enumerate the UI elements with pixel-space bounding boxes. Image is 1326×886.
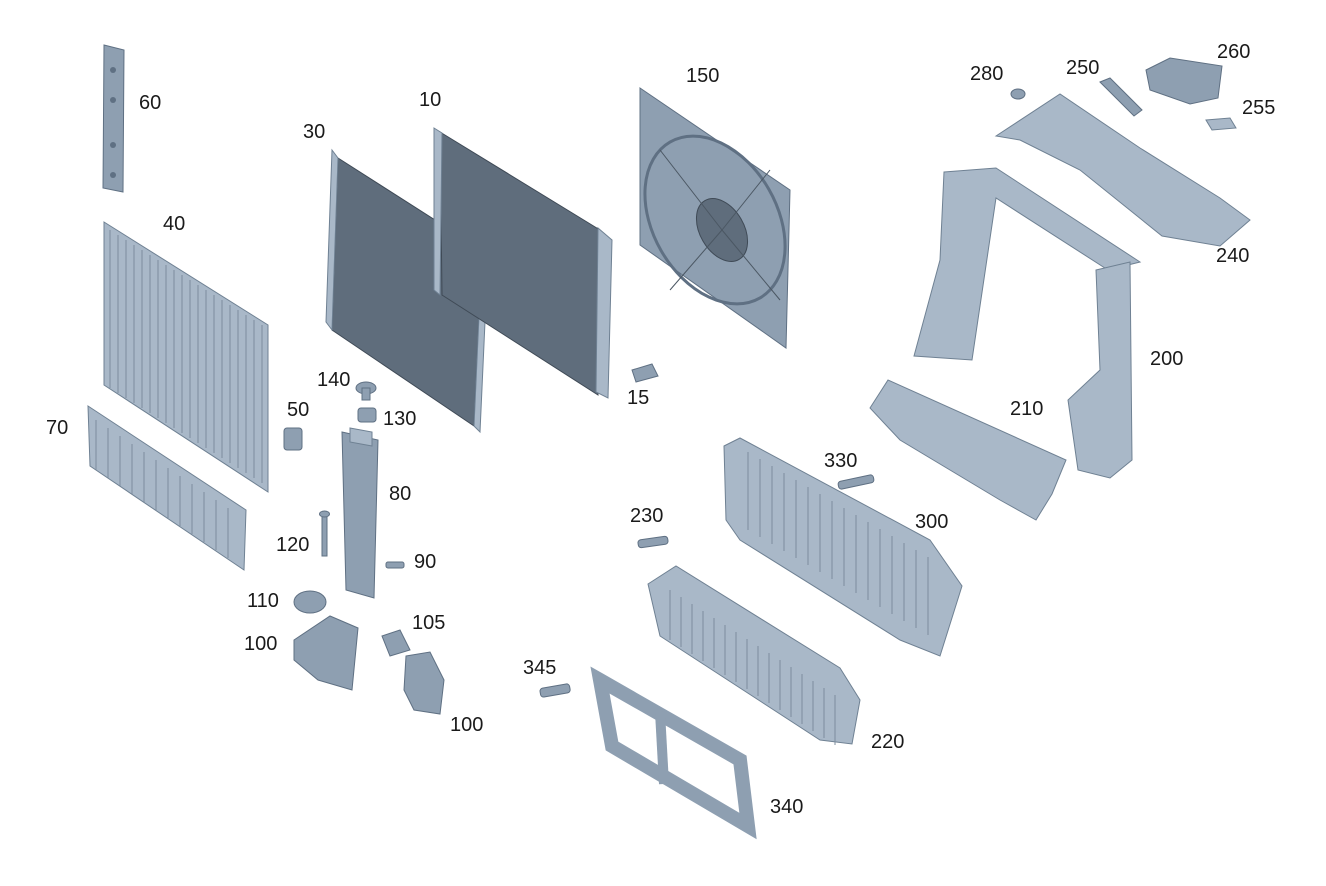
part-250-drawing [1099,77,1143,117]
part-40-drawing [103,221,269,493]
callout-110: 110 [247,590,279,612]
part-105-drawing [381,629,411,657]
callout-80: 80 [389,483,412,505]
callout-130: 130 [383,408,417,430]
callout-120: 120 [276,534,310,556]
part-260-drawing [1145,57,1223,105]
callout-300: 300 [915,511,949,533]
part-300-drawing [723,437,963,657]
part-230-drawing [637,535,669,549]
part-70-drawing [87,405,247,571]
callout-30: 30 [303,121,326,143]
part-140-drawing [355,381,377,401]
callout-250: 250 [1066,57,1100,79]
callout-330: 330 [824,450,858,472]
callout-230: 230 [630,505,664,527]
callout-40: 40 [163,213,186,235]
part-255-drawing [1205,117,1237,131]
part-110-drawing [293,590,327,614]
part-90-drawing [385,561,405,569]
part-200-drawing [913,167,1142,479]
part-120-drawing [319,510,330,557]
callout-210: 210 [1010,398,1044,420]
part-100b-drawing [403,651,445,715]
part-330-drawing [837,474,875,490]
callout-345: 345 [523,657,557,679]
callout-10: 10 [419,89,442,111]
part-15-drawing [631,363,659,383]
part-50-drawing [283,427,303,451]
part-340-drawing [590,666,757,840]
part-210-drawing [869,379,1067,521]
part-60-drawing [102,44,125,193]
callout-200: 200 [1150,348,1184,370]
part-150-drawing [639,87,791,349]
part-220-drawing [647,565,861,745]
part-100a-drawing [293,615,359,691]
part-345-drawing [539,683,571,698]
callout-220: 220 [871,731,905,753]
part-10-drawing [433,127,613,399]
callout-50: 50 [287,399,310,421]
part-80-drawing [341,427,379,599]
callout-70: 70 [46,417,69,439]
callout-150: 150 [686,65,720,87]
callout-240: 240 [1216,245,1250,267]
callout-260: 260 [1217,41,1251,63]
part-130-drawing [357,407,377,423]
callout-140: 140 [317,369,351,391]
part-240-drawing [994,93,1251,247]
callout-100-right: 100 [450,714,484,736]
callout-280: 280 [970,63,1004,85]
callout-340: 340 [770,796,804,818]
callout-15: 15 [627,387,650,409]
callout-105: 105 [412,612,446,634]
callout-255: 255 [1242,97,1276,119]
callout-90: 90 [414,551,437,573]
callout-60: 60 [139,92,162,114]
part-280-drawing [1010,88,1026,100]
callout-100-left: 100 [244,633,278,655]
